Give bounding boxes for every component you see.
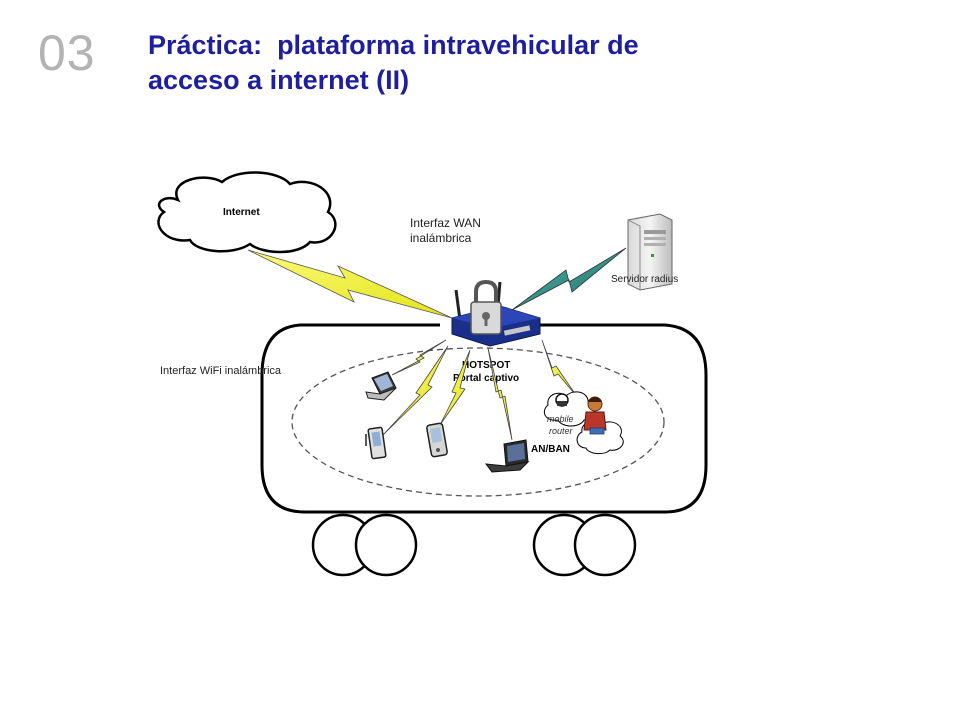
cloud-icon: [157, 171, 337, 254]
wifi-bolt-pan: [487, 347, 513, 441]
server-label: Servidor radius: [611, 274, 678, 285]
wheel: [573, 513, 637, 577]
wheel: [354, 513, 418, 577]
mobile-router-label-line2: router: [549, 426, 574, 436]
wan-label-line1: Interfaz WAN: [410, 216, 481, 230]
wan-link-bolt: [247, 249, 453, 319]
slide-number: 03: [38, 25, 96, 81]
slide-title-line1: Práctica: plataforma intravehicular de: [148, 30, 639, 60]
wan-label-line2: inalámbrica: [410, 231, 472, 245]
pan-ban-label: AN/BAN: [531, 444, 570, 455]
wifi-bolt-mobile: [541, 339, 579, 399]
pda-icon: [365, 426, 387, 460]
mobile-router-label-line1: mobile: [547, 414, 574, 424]
internet-label: Internet: [223, 207, 260, 218]
wifi-coverage-area: [291, 347, 665, 497]
laptop-icon: [365, 371, 397, 401]
hotspot-label-line1: HOTSPOT: [462, 360, 510, 371]
laptop-icon: [484, 439, 530, 473]
radius-link-bolt: [511, 247, 627, 311]
wifi-bolts: [382, 339, 579, 441]
wifi-bolt-phone: [439, 349, 471, 426]
vehicle-wheels: [311, 513, 637, 577]
mobile-device-icon: [555, 393, 569, 407]
server-icon: [627, 213, 673, 291]
padlock-icon: [470, 279, 502, 335]
hotspot-label-line2: Portal captivo: [453, 373, 519, 384]
smartphone-icon: [426, 422, 448, 458]
wifi-interface-label: Interfaz WiFi inalámbrica: [160, 365, 282, 377]
wifi-bolt-laptop: [391, 339, 447, 376]
slide-title: Práctica: plataforma intravehicular de a…: [148, 28, 848, 98]
slide-title-line2: acceso a internet (II): [148, 65, 410, 96]
vehicle-body: [260, 323, 708, 514]
person-icon: [583, 396, 607, 435]
